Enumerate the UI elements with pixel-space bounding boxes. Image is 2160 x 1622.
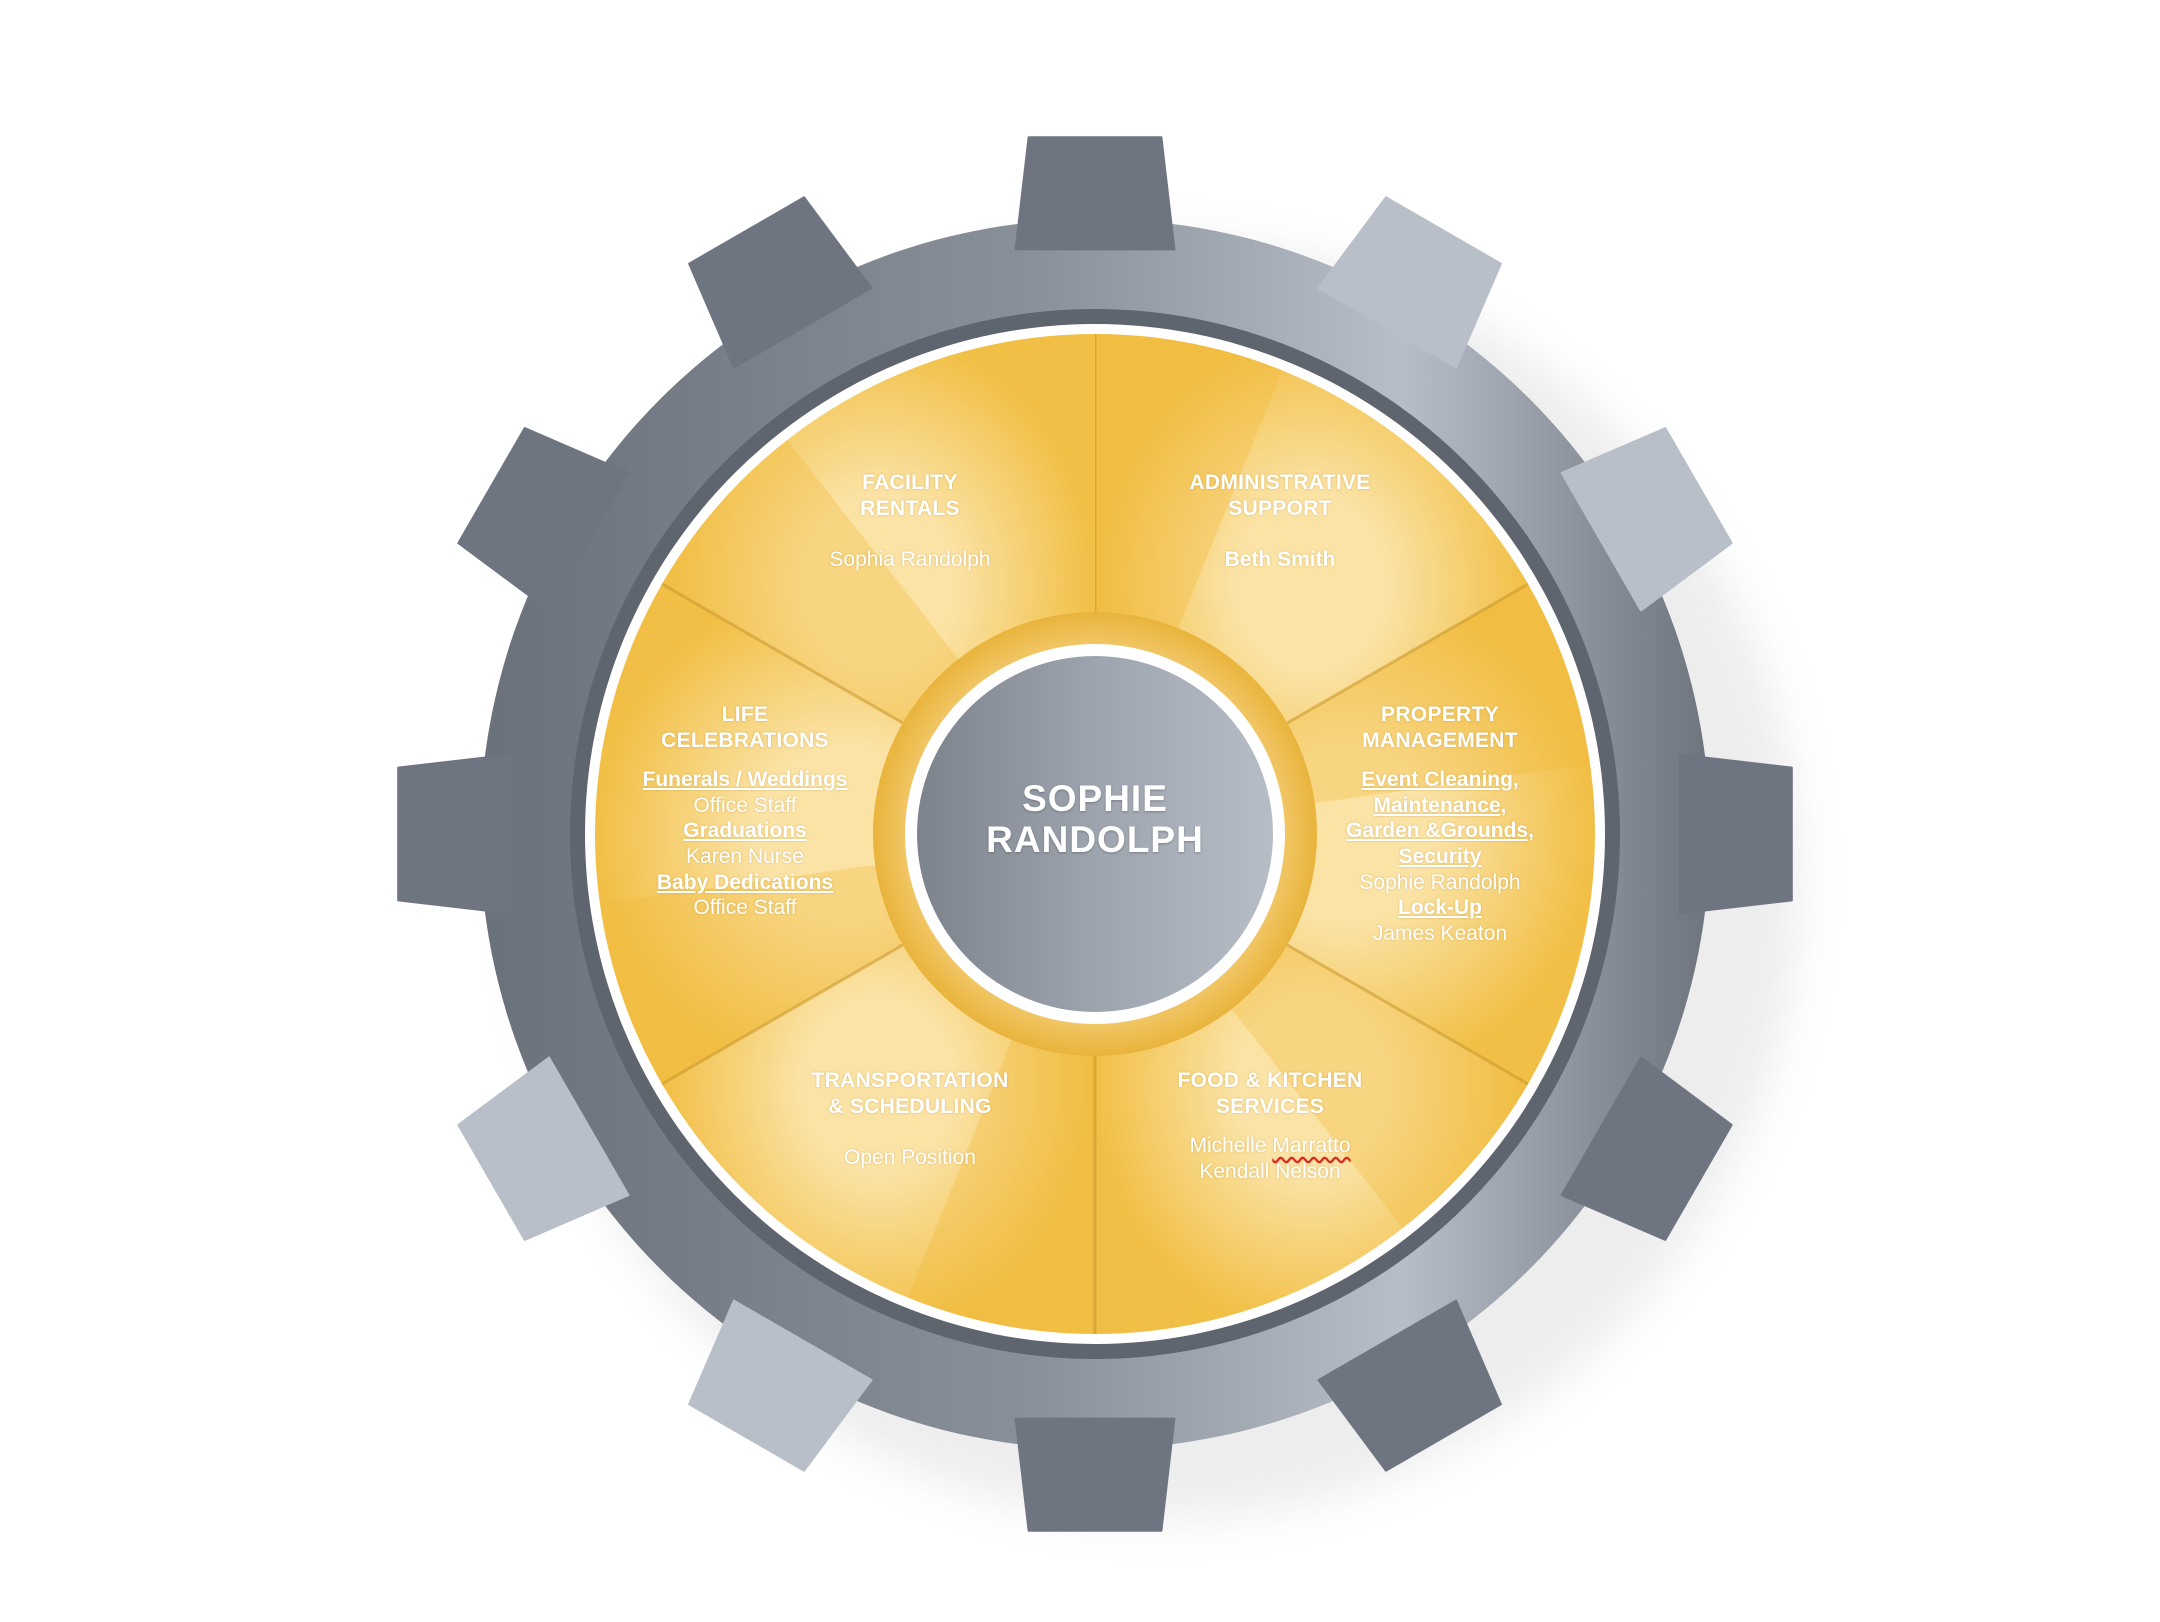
segment-person: Sophie Randolph [1359,870,1521,894]
segment-wedge [1095,584,1595,1084]
segment-transportation-scheduling: TRANSPORTATION & SCHEDULING Open Positio… [770,1068,1050,1171]
segment-title: RENTALS [860,496,960,520]
segment-wedge [595,584,1095,1084]
segment-person: Michelle Marratto [1189,1134,1351,1158]
segment-person: Open Position [844,1146,976,1170]
gear-tooth [688,196,873,369]
gear-tooth [1678,753,1793,915]
segment-subheading: Funerals / Weddings [642,768,848,792]
segment-title: LIFE [721,703,769,726]
segment-subheading: Lock-Up [1398,896,1482,920]
gear-tooth [397,753,512,915]
segment-person: Beth Smith [1224,548,1336,572]
segment-subheading: Maintenance, [1373,793,1507,817]
segment-subheading: Event Cleaning, [1361,768,1519,792]
segment-person: Office Staff [693,896,797,920]
segment-title: CELEBRATIONS [661,728,829,752]
segment-facility-rentals: FACILITY RENTALS Sophia Randolph [780,470,1040,573]
center-name: SOPHIE RANDOLPH [965,778,1225,861]
segment-title: FOOD & KITCHEN [1177,1069,1363,1092]
segment-food-kitchen-services: FOOD & KITCHEN SERVICES Michelle Marratt… [1140,1068,1400,1184]
segment-title: TRANSPORTATION [811,1069,1009,1092]
segment-title: PROPERTY [1381,703,1499,726]
segment-person: Kendall Nelson [1199,1159,1341,1183]
segment-person: Karen Nurse [686,845,804,869]
segment-subheading: Baby Dedications [656,870,834,894]
segment-title: SUPPORT [1228,496,1332,520]
segment-property-management: PROPERTY MANAGEMENT Event Cleaning, Main… [1300,702,1580,946]
segment-title: ADMINISTRATIVE [1189,471,1371,494]
segment-subheading: Graduations [683,819,807,843]
center-name-line1: SOPHIE [1022,778,1168,819]
segment-title: MANAGEMENT [1362,728,1518,752]
hub-center [917,656,1273,1012]
gear-tooth [1560,1056,1733,1241]
gear-tooth [1014,1417,1176,1532]
segment-subheading: Security [1398,845,1482,869]
gear-tooth [1317,196,1502,369]
gear-tooth [1014,136,1176,251]
segment-subheading: Garden &Grounds, [1346,819,1534,843]
segment-person: Sophia Randolph [829,548,991,572]
gear-tooth [1560,427,1733,612]
segment-title: & SCHEDULING [828,1094,992,1118]
gear-tooth [1317,1299,1502,1472]
segment-life-celebrations: LIFE CELEBRATIONS Funerals / Weddings Of… [610,702,880,921]
segment-person: Office Staff [693,793,797,817]
gear-tooth [457,427,630,612]
gear-tooth [457,1056,630,1241]
segment-title: SERVICES [1215,1094,1325,1118]
gear-tooth [688,1299,873,1472]
center-name-line2: RANDOLPH [986,819,1204,861]
segment-administrative-support: ADMINISTRATIVE SUPPORT Beth Smith [1140,470,1420,573]
segment-person: James Keaton [1372,921,1508,945]
segment-title: FACILITY [862,471,958,494]
